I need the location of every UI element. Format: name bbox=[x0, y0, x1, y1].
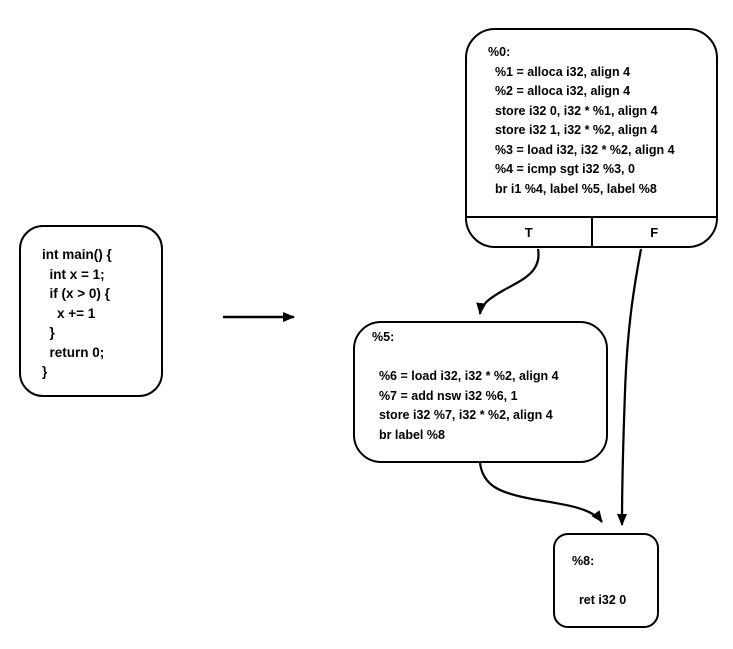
basic-block-0-body: %0: %1 = alloca i32, align 4 %2 = alloca… bbox=[467, 30, 716, 216]
ir-line bbox=[572, 572, 657, 592]
ir-line: %0: bbox=[488, 45, 511, 59]
ir-line: br i1 %4, label %5, label %8 bbox=[488, 181, 657, 196]
ir-line: store i32 1, i32 * %2, align 4 bbox=[488, 123, 658, 137]
source-line: } bbox=[42, 325, 55, 340]
branch-true-cell: T bbox=[524, 224, 533, 240]
ir-line: br label %8 bbox=[372, 427, 445, 442]
branch-false-cell: F bbox=[590, 218, 717, 246]
ir-line: store i32 %7, i32 * %2, align 4 bbox=[372, 408, 553, 422]
edge-false-to-b8 bbox=[617, 248, 643, 526]
source-line: if (x > 0) { bbox=[42, 286, 110, 301]
basic-block-0: %0: %1 = alloca i32, align 4 %2 = alloca… bbox=[465, 28, 718, 248]
source-line: } bbox=[42, 364, 48, 379]
source-line: x += 1 bbox=[42, 305, 96, 321]
source-line: int main() { bbox=[42, 247, 112, 262]
ir-line: ret i32 0 bbox=[572, 593, 627, 607]
ir-line: store i32 0, i32 * %1, align 4 bbox=[488, 103, 658, 118]
branch-row: T F bbox=[467, 216, 716, 246]
ir-line: %3 = load i32, i32 * %2, align 4 bbox=[488, 142, 675, 157]
ir-line: %8: bbox=[572, 554, 595, 568]
ir-line: %4 = icmp sgt i32 %3, 0 bbox=[488, 162, 635, 176]
basic-block-8: %8: ret i32 0 bbox=[553, 533, 659, 628]
ir-line: %7 = add nsw i32 %6, 1 bbox=[372, 388, 518, 403]
ir-line bbox=[372, 348, 606, 368]
source-code-box: int main() { int x = 1; if (x > 0) { x +… bbox=[19, 225, 163, 397]
ir-line: %2 = alloca i32, align 4 bbox=[488, 84, 631, 98]
edge-b5-to-b8 bbox=[478, 462, 603, 523]
ir-line: %6 = load i32, i32 * %2, align 4 bbox=[372, 369, 559, 383]
edge-true-to-b5 bbox=[476, 248, 540, 315]
basic-block-5: %5: %6 = load i32, i32 * %2, align 4 %7 … bbox=[353, 321, 608, 463]
ir-line: %1 = alloca i32, align 4 bbox=[488, 64, 631, 79]
ir-line: %5: bbox=[372, 330, 395, 344]
source-line: return 0; bbox=[42, 344, 105, 360]
source-line: int x = 1; bbox=[42, 266, 105, 282]
